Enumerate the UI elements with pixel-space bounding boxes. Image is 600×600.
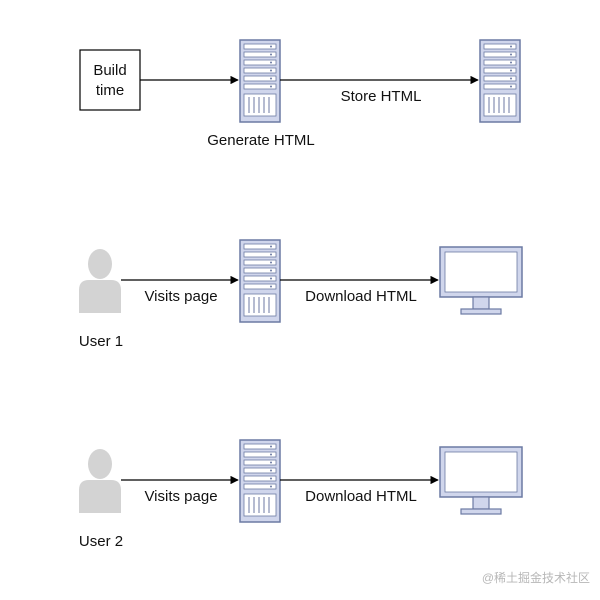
generate-html-label: Generate HTML (207, 132, 315, 149)
store-html-label: Store HTML (341, 88, 422, 105)
user-2-server-rack-icon (239, 439, 281, 523)
user-1-download-html-label: Download HTML (305, 288, 417, 305)
user-2-monitor-icon (439, 446, 523, 515)
build-time-label-line1: Build (93, 62, 126, 79)
user-1-silhouette-icon (79, 249, 121, 313)
user-1-server-rack-icon (239, 239, 281, 323)
user-2-silhouette-icon (79, 449, 121, 513)
build-time-label-line2: time (96, 82, 124, 99)
user-2-visits-page-label: Visits page (144, 488, 217, 505)
build-server-rack-icon (239, 39, 281, 123)
watermark: @稀土掘金技术社区 (482, 570, 590, 585)
user-1-visits-page-label: Visits page (144, 288, 217, 305)
user-1-label: User 1 (79, 333, 123, 350)
user-1-monitor-icon (439, 246, 523, 315)
build-time-box: Build time (79, 49, 141, 111)
user-2-label: User 2 (79, 533, 123, 550)
user-2-download-html-label: Download HTML (305, 488, 417, 505)
storage-server-rack-icon (479, 39, 521, 123)
